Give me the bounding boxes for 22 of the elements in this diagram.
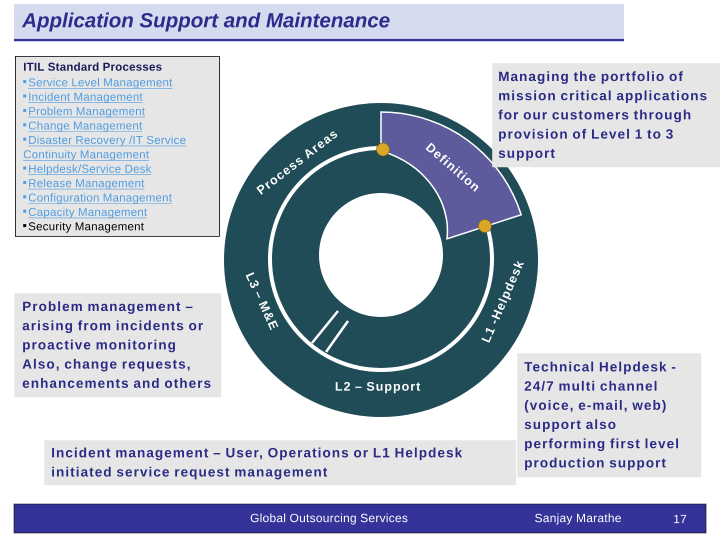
ring-label: L3 – M&E bbox=[246, 272, 278, 330]
text-box: Technical Helpdesk - 24/7 multi channel (voice, e-mail, web) support also performing first level production support bbox=[517, 353, 702, 478]
text-box: Incident management – User, Operations or L1 Helpdesk initiated service request management bbox=[44, 440, 516, 486]
ring-label: L2 – Support bbox=[336, 382, 420, 394]
text-box: Managing the portfolio of mission critical applications for our customers through provision of Level 1 to 3 support bbox=[492, 63, 720, 168]
list-item: Security Management bbox=[28, 222, 144, 233]
node-label: Incident management – User, Operations or L1 Helpdesk initiated service request management bbox=[52, 448, 462, 480]
footer-text: Global Outsourcing Services bbox=[250, 513, 408, 525]
link: Service Level Management bbox=[28, 78, 173, 89]
link: Release Management bbox=[28, 178, 145, 190]
link: Change Management bbox=[28, 121, 143, 132]
link: Configuration Management bbox=[28, 193, 172, 204]
footer-text: Sanjay Marathe bbox=[535, 513, 621, 525]
heading: ITIL Standard Processes bbox=[24, 62, 162, 71]
link: Helpdesk/Service Desk bbox=[28, 164, 152, 176]
link: Disaster Recovery /IT Service Continuity Management bbox=[22, 136, 186, 161]
link: Incident Management bbox=[28, 92, 144, 104]
footer-text: 17 bbox=[674, 514, 686, 524]
title: Application Support and Maintenance bbox=[22, 12, 390, 32]
link: Capacity Management bbox=[28, 208, 148, 218]
link: Problem Management bbox=[28, 106, 146, 118]
text-box: Problem management – arising from incidents or proactive monitoring Also, change requests, enhancements and others bbox=[14, 293, 222, 398]
